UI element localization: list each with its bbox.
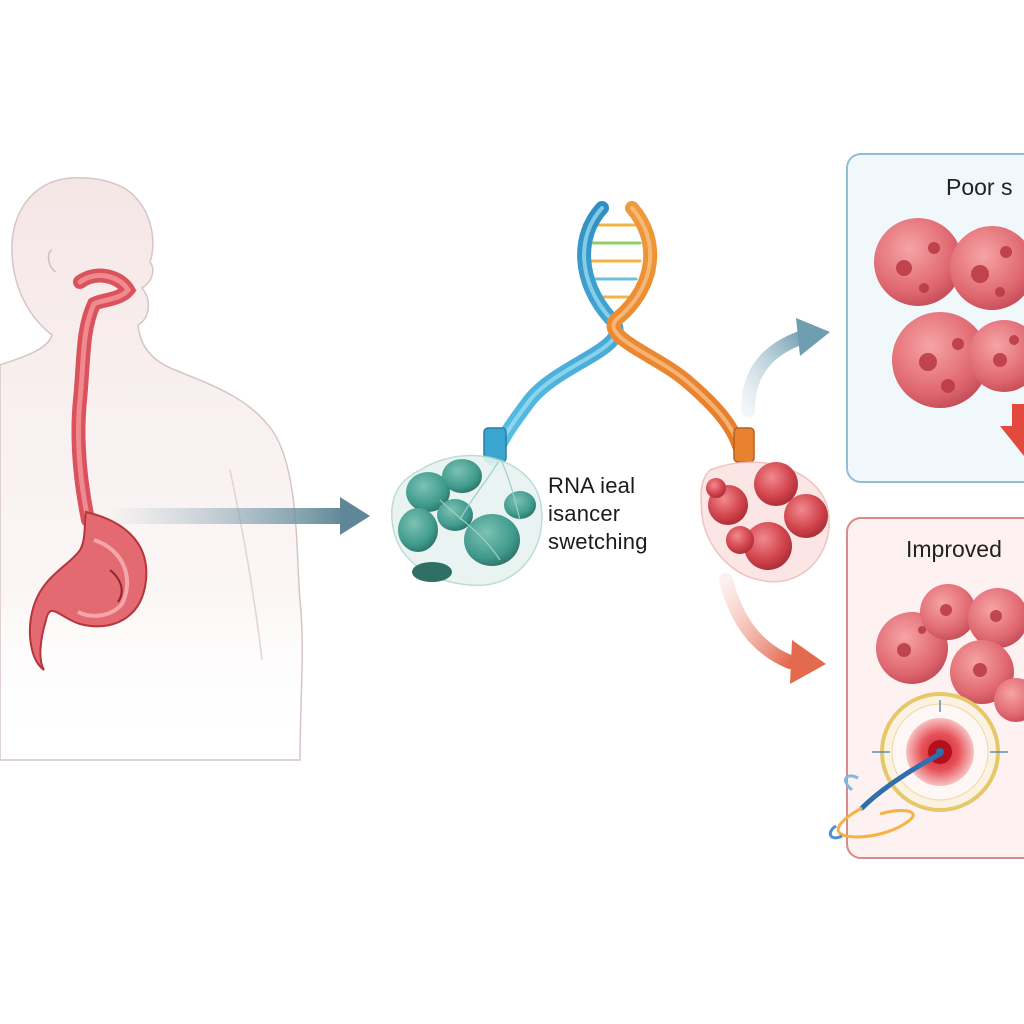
esophagus-stomach [28, 268, 148, 671]
flow-arrow-blue-curved [741, 318, 830, 417]
human-silhouette [0, 177, 303, 761]
center-label-line-1: RNA ieal [548, 473, 636, 498]
catheter-icon [828, 748, 944, 840]
down-arrow-red-icon [1000, 404, 1024, 456]
poor-panel-title: Poor s [946, 174, 1013, 200]
improved-cell-cluster-icon [876, 584, 1024, 722]
rna-double-helix-icon [483, 201, 755, 467]
center-label-line-3: swetching [548, 529, 648, 554]
flow-arrow-gray [105, 497, 370, 535]
flow-arrow-red-curved [719, 573, 826, 684]
center-label-line-2: isancer [548, 501, 621, 526]
poor-cell-cluster-icon [874, 218, 1024, 408]
poor-panel [846, 153, 1024, 483]
improved-panel-title: Improved [906, 536, 1002, 562]
red-cell-cluster-icon [700, 461, 830, 583]
teal-cell-cluster-icon [391, 454, 543, 587]
improved-panel [828, 517, 1024, 859]
center-label: RNA ieal isancer swetching [548, 472, 698, 556]
